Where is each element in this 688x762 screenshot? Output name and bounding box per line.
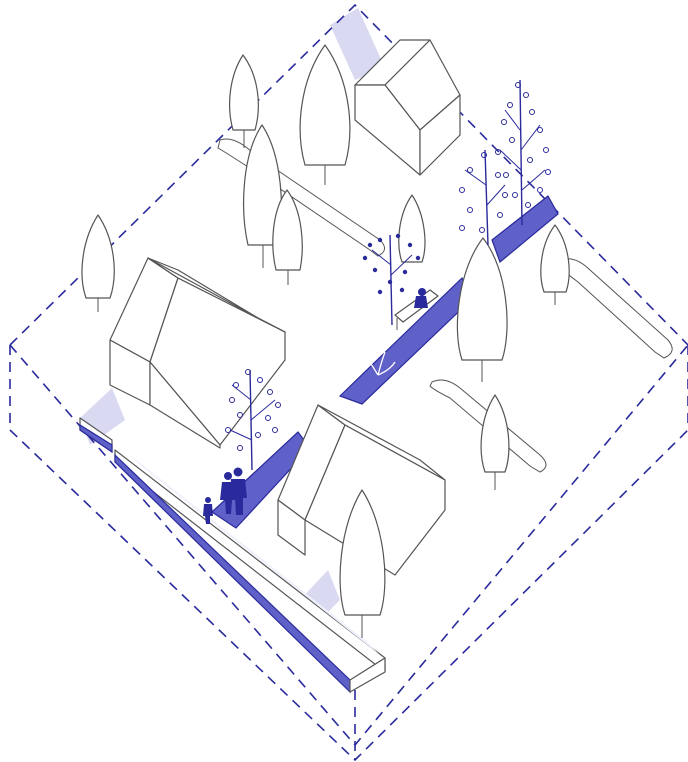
tree-icon — [82, 215, 114, 312]
tree-icon — [399, 195, 425, 262]
flowering-tree-icon — [460, 150, 508, 245]
tree-icon — [300, 45, 350, 185]
tree-icon — [541, 225, 569, 305]
house-west — [110, 258, 285, 448]
tree-icon — [230, 55, 259, 148]
hedge-icon — [558, 259, 672, 358]
